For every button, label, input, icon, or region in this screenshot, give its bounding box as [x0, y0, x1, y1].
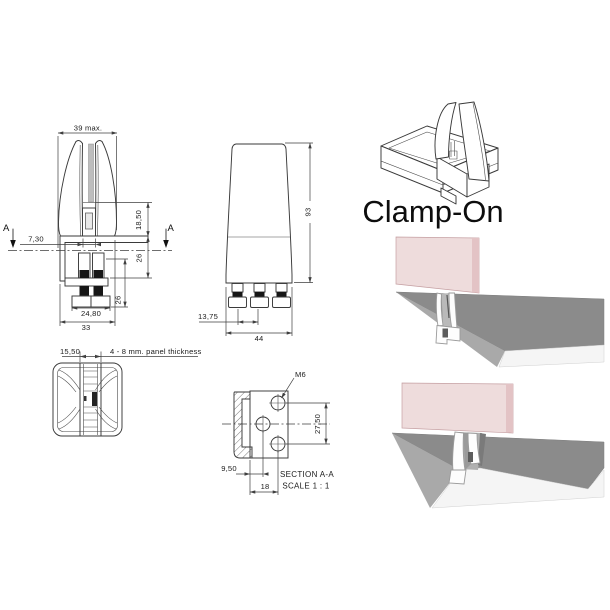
grub-screw-top	[92, 392, 97, 406]
desk-front-face	[498, 344, 605, 368]
section-scale: SCALE 1 : 1	[282, 482, 330, 491]
desk-top	[395, 291, 605, 352]
dim-26-right: 26	[135, 254, 144, 263]
dim-18-50: 18,50	[134, 210, 143, 230]
thumb-knob	[71, 295, 92, 308]
dim-7-30: 7,30	[28, 235, 44, 244]
thread-callout-m6: M6	[295, 370, 306, 379]
render-edge-mount	[395, 236, 605, 368]
dim-24-80: 24,80	[81, 309, 101, 318]
svg-text:A: A	[168, 223, 175, 234]
dim-93: 93	[304, 208, 313, 217]
dim-13-75: 13,75	[198, 312, 218, 321]
dim-9-50: 9,50	[221, 464, 237, 473]
desk-front-face	[431, 467, 605, 509]
desk-bevel	[392, 433, 460, 508]
dim-39-max: 39 max.	[74, 124, 102, 133]
front-view: 39 max. 7,30 A A 18,50 26 26	[3, 124, 175, 333]
isometric-view	[380, 101, 499, 205]
screen-panel	[395, 236, 480, 294]
slot-shadow	[478, 433, 486, 466]
render-inset-mount	[391, 382, 605, 509]
side-screws	[228, 283, 291, 308]
grub-screw-shaft	[88, 143, 94, 203]
dim-27-50: 27,50	[313, 414, 322, 434]
section-view: M6 27,50 9,50 18 SECTION A-A SCALE 1 : 1	[221, 370, 334, 495]
dim-15-50: 15,50	[60, 347, 80, 356]
thumb-knob	[90, 295, 111, 308]
dim-26-lower: 26	[114, 296, 123, 305]
panel-thickness-note: 4 - 8 mm. panel thickness	[110, 347, 202, 356]
clamp-render	[448, 431, 481, 485]
section-marker-right: A	[163, 223, 175, 248]
section-marker-left: A	[3, 223, 16, 248]
product-name: Clamp-On	[362, 194, 503, 229]
top-view: 15,50 4 - 8 mm. panel thickness	[52, 347, 202, 437]
svg-text:A: A	[3, 223, 10, 234]
clamp-render	[435, 292, 461, 345]
dim-44: 44	[255, 334, 264, 343]
dim-33: 33	[82, 323, 91, 332]
section-title: SECTION A-A	[280, 470, 334, 479]
dim-18: 18	[261, 482, 270, 491]
screen-panel	[401, 382, 514, 434]
side-view: 93 13,75 44	[198, 142, 313, 343]
hatched-cut-face	[233, 391, 253, 459]
